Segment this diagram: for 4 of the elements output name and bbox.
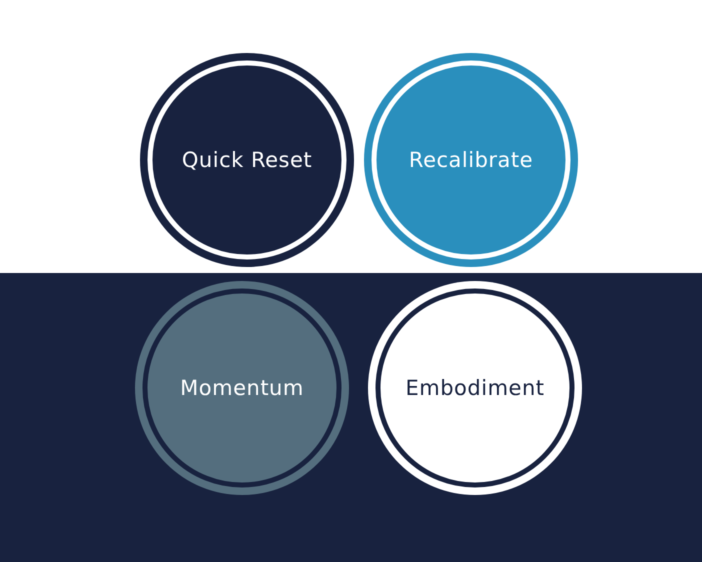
node-label: Recalibrate xyxy=(408,148,534,172)
node-label: Embodiment xyxy=(406,376,544,400)
node-label: Quick Reset xyxy=(182,148,312,172)
node-label: Momentum xyxy=(180,376,304,400)
